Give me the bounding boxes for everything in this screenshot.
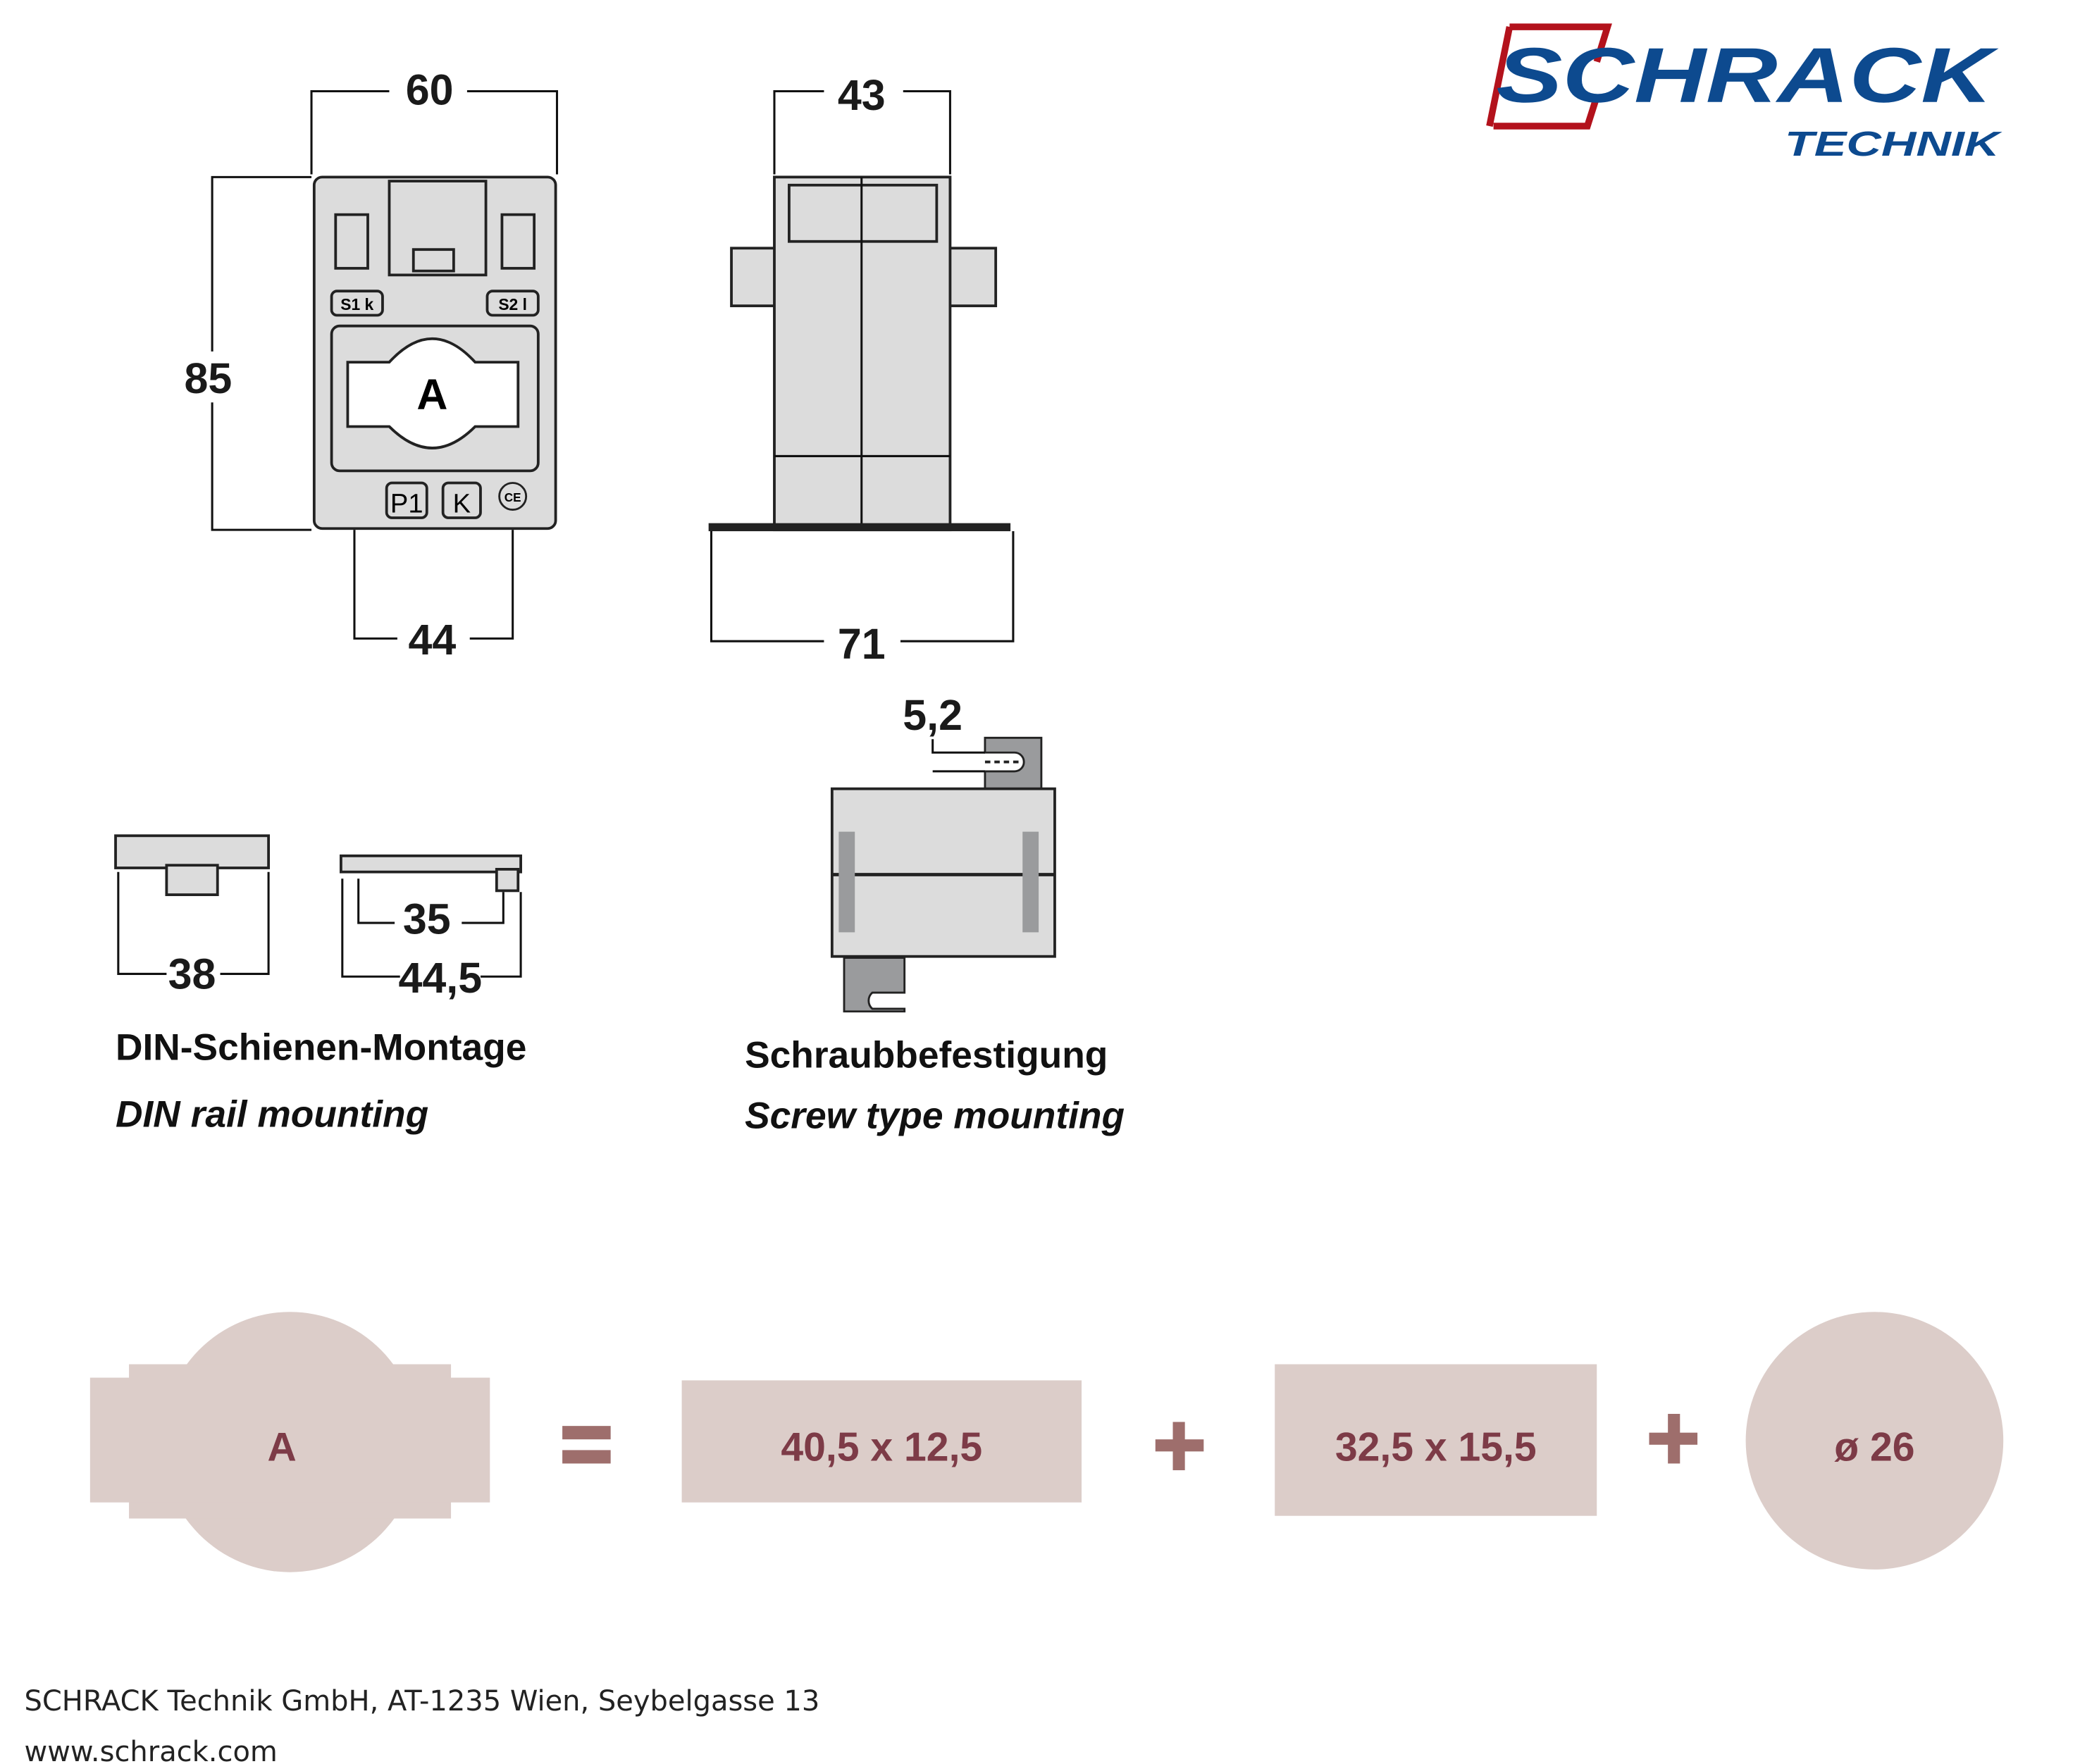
din-clip-right [340,854,522,874]
dim-front-height: 85 [185,354,233,402]
screw-mount-body [830,787,1056,958]
base-plate [708,523,1011,532]
ce-mark: CE [504,490,521,504]
marking-p1: P1 [390,489,423,518]
window-label: A [416,371,447,418]
plus-sign-2 [1649,1414,1698,1464]
dim-din-35: 35 [403,895,451,943]
din-label-de: DIN-Schienen-Montage [116,1026,526,1068]
part-1-label: 40,5 x 12,5 [781,1425,982,1470]
marking-s1: S1 k [340,295,373,313]
footer-website[interactable]: www.schrack.com [25,1736,278,1764]
dim-front-base: 44 [409,616,457,664]
front-view: 60 85 44 S1 k S2 l A P1 K CE [182,66,559,664]
schrack-logo: SCHRACK TECHNIK [1486,23,2002,163]
dim-line-base [353,530,514,640]
dim-side-base: 71 [838,620,886,668]
dim-front-width: 60 [406,66,454,114]
screw-tab-bottom [843,957,906,1013]
din-rail-mount: 38 35 44,5 DIN-Schienen-Montage DIN rail… [114,834,526,1136]
din-label-en: DIN rail mounting [116,1094,428,1136]
din-clip-left [114,834,270,869]
logo-sub: TECHNIK [1785,125,2002,163]
part-circle-3 [1745,1312,2004,1570]
logo-brand: SCHRACK [1496,32,1999,119]
screw-label-de: Schraubbefestigung [745,1035,1108,1076]
dim-din-44-5: 44,5 [399,954,483,1002]
window-opening [346,337,520,449]
dim-side-width: 43 [838,71,886,119]
shape-label: A [268,1425,297,1470]
screw-tab-top [984,736,1043,793]
window-shape-a: A [89,1312,490,1572]
plus-sign-1 [1155,1422,1204,1470]
part-rect-2 [1275,1364,1597,1516]
part-2-label: 32,5 x 15,5 [1335,1425,1537,1470]
footer-address: SCHRACK Technik GmbH, AT-1235 Wien, Seyb… [25,1685,820,1718]
part-rect-1 [681,1380,1082,1503]
logo-frame [1486,23,1612,130]
dim-line-width [310,89,559,175]
marking-s2: S2 l [498,295,527,313]
dim-screw-hole: 5,2 [903,691,962,739]
equals-sign [562,1426,611,1464]
screw-mount: 5,2 Schraubbefestigung Screw type mounti… [745,691,1125,1137]
window-equation: A 40,5 x 12,5 32,5 x 15,5 ø 26 [89,1312,2004,1572]
marking-k: K [453,489,471,518]
screw-label-en: Screw type mounting [745,1095,1125,1136]
dim-din-38: 38 [168,950,216,998]
part-3-label: ø 26 [1834,1425,1914,1470]
side-view: 43 71 [708,71,1015,668]
